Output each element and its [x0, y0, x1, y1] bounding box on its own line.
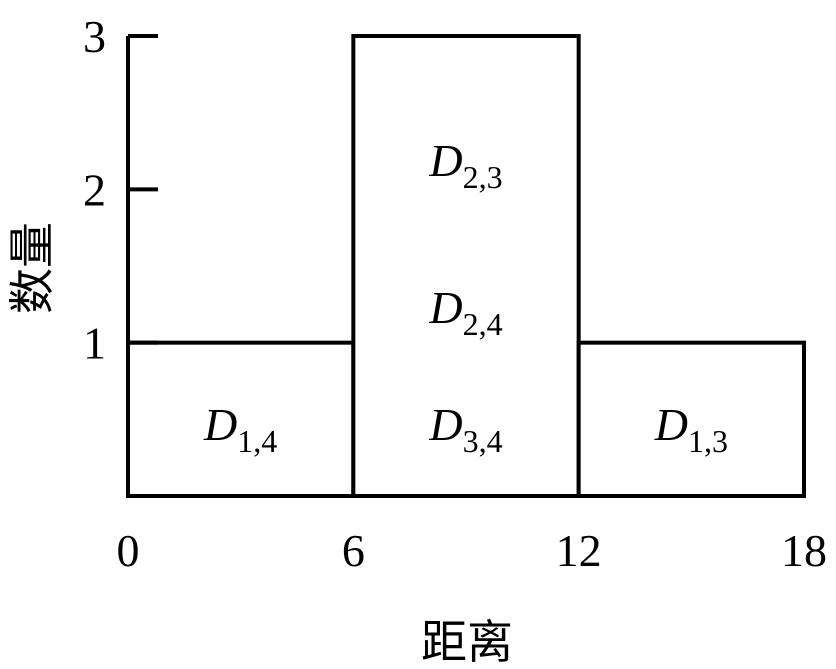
cell-label-0-0: D1,4	[203, 399, 277, 459]
cell-label-1-0: D3,4	[428, 399, 502, 459]
cell-label-subscript: 1,3	[688, 423, 728, 459]
cell-label-base: D	[203, 399, 237, 450]
cell-label-base: D	[654, 399, 688, 450]
bar-0	[126, 340, 356, 498]
cell-label-2-0: D1,3	[654, 399, 728, 459]
cell-label-subscript: 1,4	[237, 423, 277, 459]
cell-label-base: D	[428, 282, 462, 333]
cell-label-base: D	[428, 135, 462, 186]
cell-label-subscript: 2,3	[463, 159, 503, 195]
x-tick-label-6: 6	[342, 525, 365, 576]
y-axis-title: 数量	[5, 222, 59, 314]
cell-label-subscript: 2,4	[463, 306, 503, 342]
y-tick-label-3: 3	[83, 11, 106, 62]
y-tick-label-1: 1	[83, 318, 106, 369]
cell-label-1-2: D2,3	[428, 135, 502, 195]
cell-label-1-1: D2,4	[428, 282, 502, 342]
x-tick-label-18: 18	[781, 525, 827, 576]
x-tick-label-0: 0	[117, 525, 140, 576]
cell-label-base: D	[428, 399, 462, 450]
x-tick-label-12: 12	[556, 525, 602, 576]
cell-label-subscript: 3,4	[463, 423, 503, 459]
x-axis-title: 距离	[421, 615, 513, 669]
bars-group	[126, 34, 807, 498]
bar-2	[576, 340, 807, 498]
y-tick-label-2: 2	[83, 164, 106, 215]
bar-1	[351, 34, 581, 498]
